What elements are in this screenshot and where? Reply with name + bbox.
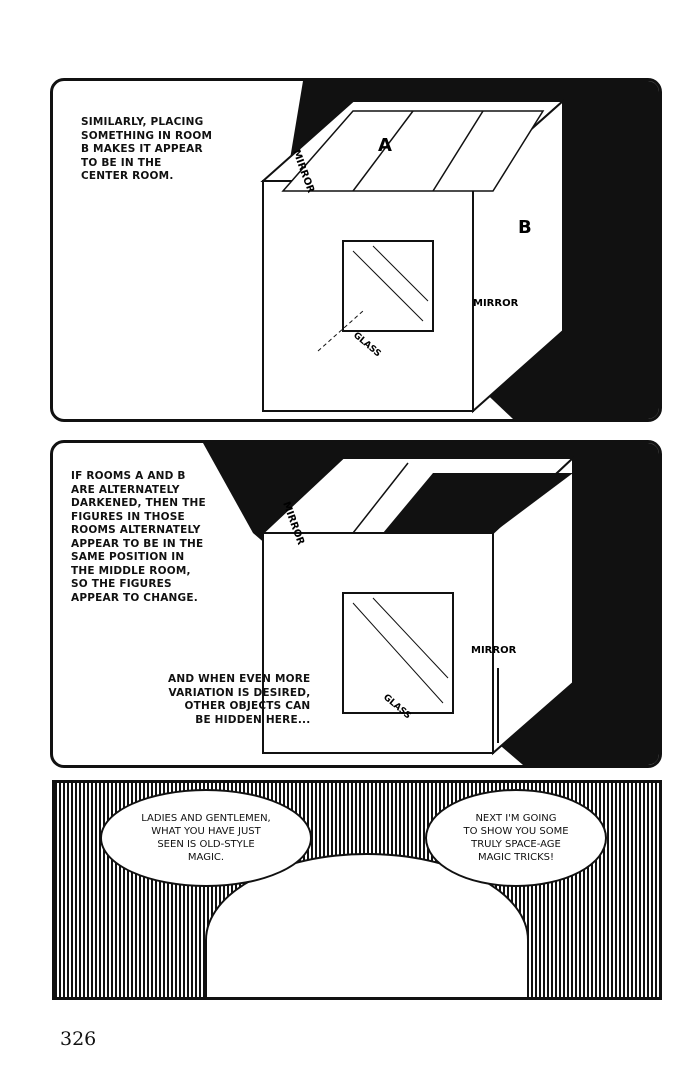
speech-bubble-left: LADIES AND GENTLEMEN, WHAT YOU HAVE JUST…: [100, 789, 312, 887]
panel-2: MIRROR MIRROR GLASS IF ROOMS A AND B ARE…: [50, 440, 662, 768]
caption: SIMILARLY, PLACING SOMETHING IN ROOM B M…: [81, 116, 213, 182]
panel-3: LADIES AND GENTLEMEN, WHAT YOU HAVE JUST…: [52, 780, 662, 1000]
mirror-right-label: MIRROR: [471, 645, 517, 656]
page-number: 326: [60, 1028, 97, 1050]
mirror-box-diagram-2: MIRROR MIRROR GLASS: [203, 443, 659, 765]
room-a-label: A: [378, 135, 392, 156]
caption: IF ROOMS A AND B ARE ALTERNATELY DARKENE…: [71, 470, 206, 604]
mirror-box-diagram-1: A B MIRROR MIRROR GLASS: [260, 81, 659, 419]
note: AND WHEN EVEN MORE VARIATION IS DESIRED,…: [168, 673, 311, 726]
room-b-label: B: [518, 217, 532, 238]
mirror-right-label: MIRROR: [473, 298, 519, 309]
panel-1: A B MIRROR MIRROR GLASS SIMILARLY, PLACI…: [50, 78, 662, 422]
speech-bubble-right: NEXT I'M GOING TO SHOW YOU SOME TRULY SP…: [425, 789, 607, 887]
